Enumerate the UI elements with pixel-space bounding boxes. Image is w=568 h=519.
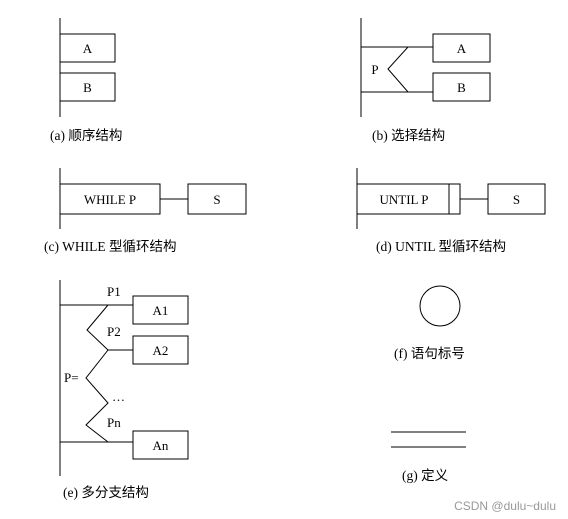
selection-caption: (b) 选择结构 [372, 128, 445, 143]
statement-label-circle [419, 285, 461, 327]
selection-branch-lines [387, 46, 433, 93]
definition-caption: (g) 定义 [402, 468, 448, 483]
multi-branch-cond-1: P1 [107, 284, 121, 299]
statement-label-symbol: (f) 语句标号 [394, 285, 465, 361]
while-caption: (c) WHILE 型循环结构 [44, 239, 176, 254]
multi-caption: (e) 多分支结构 [63, 484, 149, 500]
multi-branch-zigzag-2 [85, 349, 109, 443]
sequence-box-b [59, 72, 116, 102]
sequence-caption: (a) 顺序结构 [50, 128, 122, 143]
while-body-label: S [213, 192, 220, 207]
multi-selector: P= [64, 370, 79, 385]
sequence-box-a [59, 33, 116, 63]
multi-branch-cond-n: Pn [107, 415, 121, 430]
multi-action-label-n: An [153, 438, 169, 453]
selection-box-b [432, 72, 491, 102]
multi-branch-structure: P= P1 A1 P2 A2 … Pn An (e) 多分支结构 [59, 280, 189, 500]
selection-box-a [432, 33, 491, 63]
while-body-box [187, 183, 247, 215]
sequence-box-b-label: B [83, 80, 92, 95]
multi-action-box-1 [132, 295, 189, 325]
until-condition-label: UNTIL P [380, 192, 429, 207]
until-caption: (d) UNTIL 型循环结构 [376, 239, 506, 254]
until-body-label: S [513, 192, 520, 207]
watermark: CSDN @dulu~dulu [454, 499, 556, 513]
multi-action-label-1: A1 [153, 303, 169, 318]
multi-ellipsis: … [112, 389, 125, 404]
selection-box-b-label: B [457, 80, 466, 95]
while-loop-structure: WHILE P S (c) WHILE 型循环结构 [44, 168, 247, 254]
sequence-structure: A B (a) 顺序结构 [50, 18, 122, 143]
selection-structure: P A B (b) 选择结构 [360, 18, 491, 143]
multi-branch-zigzag [86, 304, 133, 351]
multi-action-label-2: A2 [153, 343, 169, 358]
selection-condition: P [371, 62, 378, 77]
while-condition-box [59, 183, 161, 215]
multi-action-box-n [132, 430, 189, 460]
multi-branch-cond-2: P2 [107, 324, 121, 339]
statement-label-caption: (f) 语句标号 [394, 346, 465, 361]
while-condition-label: WHILE P [84, 192, 136, 207]
selection-box-a-label: A [457, 41, 467, 56]
sequence-box-a-label: A [83, 41, 93, 56]
definition-symbol: (g) 定义 [391, 431, 466, 483]
until-loop-structure: UNTIL P S (d) UNTIL 型循环结构 [356, 168, 546, 254]
until-body-box [487, 183, 546, 215]
multi-action-box-2 [132, 335, 189, 365]
